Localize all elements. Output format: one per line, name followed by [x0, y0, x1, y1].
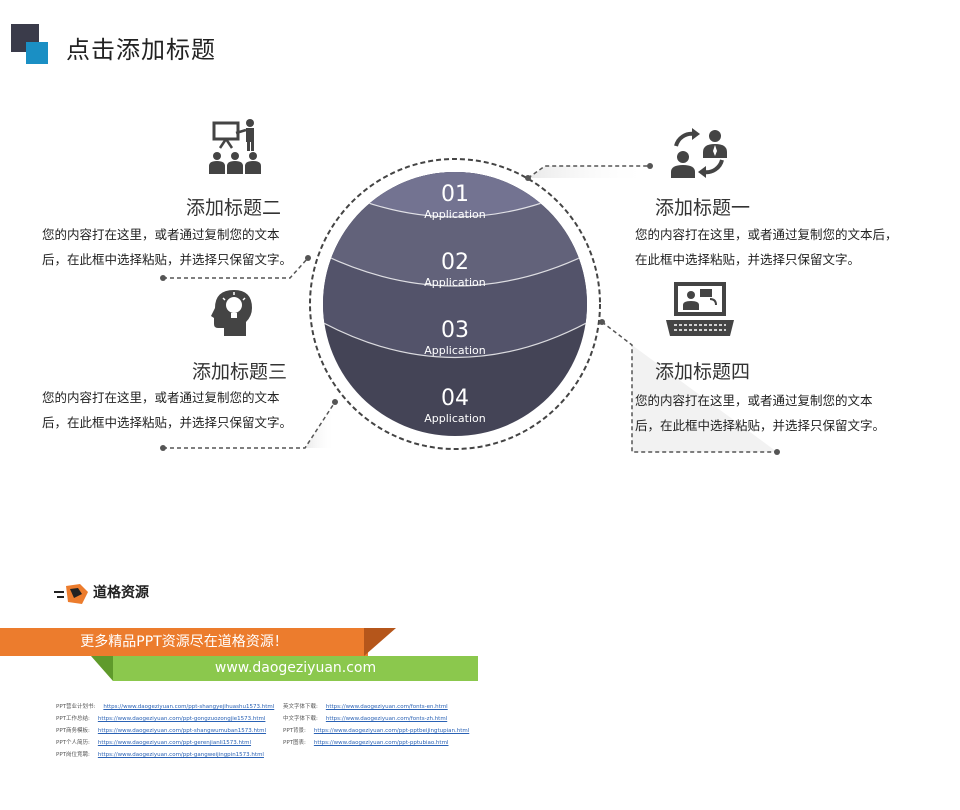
connector-two: [163, 257, 309, 279]
item-two-body[interactable]: 您的内容打在这里，或者通过复制您的文本 后，在此框中选择粘贴，并选择只保留文字。: [42, 222, 292, 272]
item-two-line1: 您的内容打在这里，或者通过复制您的文本: [42, 227, 280, 242]
link-row[interactable]: PPT背景:https://www.daogeziyuan.com/ppt-pp…: [283, 728, 470, 734]
segment-03: 03 Application: [405, 318, 505, 357]
item-four-body[interactable]: 您的内容打在这里，或者通过复制您的文本 后，在此框中选择粘贴，并选择只保留文字。: [635, 388, 885, 438]
segment-02: 02 Application: [405, 250, 505, 289]
user-exchange-icon: [671, 128, 727, 178]
segment-01-number: 01: [441, 182, 469, 207]
item-three-line1: 您的内容打在这里，或者通过复制您的文本: [42, 390, 280, 405]
promo-banner[interactable]: 更多精品PPT资源尽在道格资源！: [0, 628, 368, 656]
presentation-audience-icon: [209, 119, 261, 174]
item-one-line1: 您的内容打在这里，或者通过复制您的文本后，: [635, 227, 898, 242]
item-two-line2: 后，在此框中选择粘贴，并选择只保留文字。: [42, 252, 293, 267]
item-one-title[interactable]: 添加标题一: [655, 197, 751, 219]
link-row[interactable]: PPT工作总结:https://www.daogeziyuan.com/ppt-…: [56, 716, 266, 722]
link-row[interactable]: PPT岗位竞聘:https://www.daogeziyuan.com/ppt-…: [56, 752, 264, 758]
item-four-line1: 您的内容打在这里，或者通过复制您的文本: [635, 393, 873, 408]
segment-02-label: Application: [424, 276, 486, 289]
item-one-line2: 在此框中选择粘贴，并选择只保留文字。: [635, 252, 861, 267]
laptop-chat-icon: [666, 282, 734, 336]
brand-name: 道格资源: [93, 585, 149, 601]
segment-04-number: 04: [441, 386, 469, 411]
item-three-line2: 后，在此框中选择粘贴，并选择只保留文字。: [42, 415, 293, 430]
item-three-title[interactable]: 添加标题三: [192, 361, 288, 383]
head-lightbulb-icon: [211, 290, 252, 336]
connector-four: [601, 321, 777, 453]
links-right: 英文字体下载:https://www.daogeziyuan.com/fonts…: [283, 701, 469, 749]
segment-03-number: 03: [441, 318, 469, 343]
segment-04: 04 Application: [405, 386, 505, 425]
page-title[interactable]: 点击添加标题: [66, 36, 216, 64]
connector-three: [163, 401, 336, 449]
links-left: PPT营业计划书:https://www.daogeziyuan.com/ppt…: [56, 701, 274, 761]
item-one-body[interactable]: 您的内容打在这里，或者通过复制您的文本后， 在此框中选择粘贴，并选择只保留文字。: [635, 222, 898, 272]
segment-01: 01 Application: [405, 182, 505, 221]
segment-04-label: Application: [424, 412, 486, 425]
segment-01-label: Application: [424, 208, 486, 221]
link-row[interactable]: PPT个人简历:https://www.daogeziyuan.com/ppt-…: [56, 740, 252, 746]
item-four-title[interactable]: 添加标题四: [655, 361, 751, 383]
link-row[interactable]: 英文字体下载:https://www.daogeziyuan.com/fonts…: [283, 704, 448, 710]
link-row[interactable]: PPT营业计划书:https://www.daogeziyuan.com/ppt…: [56, 704, 275, 710]
link-row[interactable]: PPT商务模板:https://www.daogeziyuan.com/ppt-…: [56, 728, 267, 734]
title-decoration-blue: [26, 42, 48, 64]
segment-02-number: 02: [441, 250, 469, 275]
item-three-body[interactable]: 您的内容打在这里，或者通过复制您的文本 后，在此框中选择粘贴，并选择只保留文字。: [42, 385, 292, 435]
dashed-ring: [309, 158, 601, 450]
brand-logo-icon: [54, 584, 88, 604]
link-row[interactable]: 中文字体下载:https://www.daogeziyuan.com/fonts…: [283, 716, 448, 722]
segment-03-label: Application: [424, 344, 486, 357]
url-banner[interactable]: www.daogeziyuan.com: [113, 656, 478, 681]
item-two-title[interactable]: 添加标题二: [186, 197, 282, 219]
promo-banner-tail: [364, 628, 396, 656]
item-four-line2: 后，在此框中选择粘贴，并选择只保留文字。: [635, 418, 886, 433]
url-banner-tail: [91, 656, 113, 681]
link-row[interactable]: PPT图表:https://www.daogeziyuan.com/ppt-pp…: [283, 740, 449, 746]
